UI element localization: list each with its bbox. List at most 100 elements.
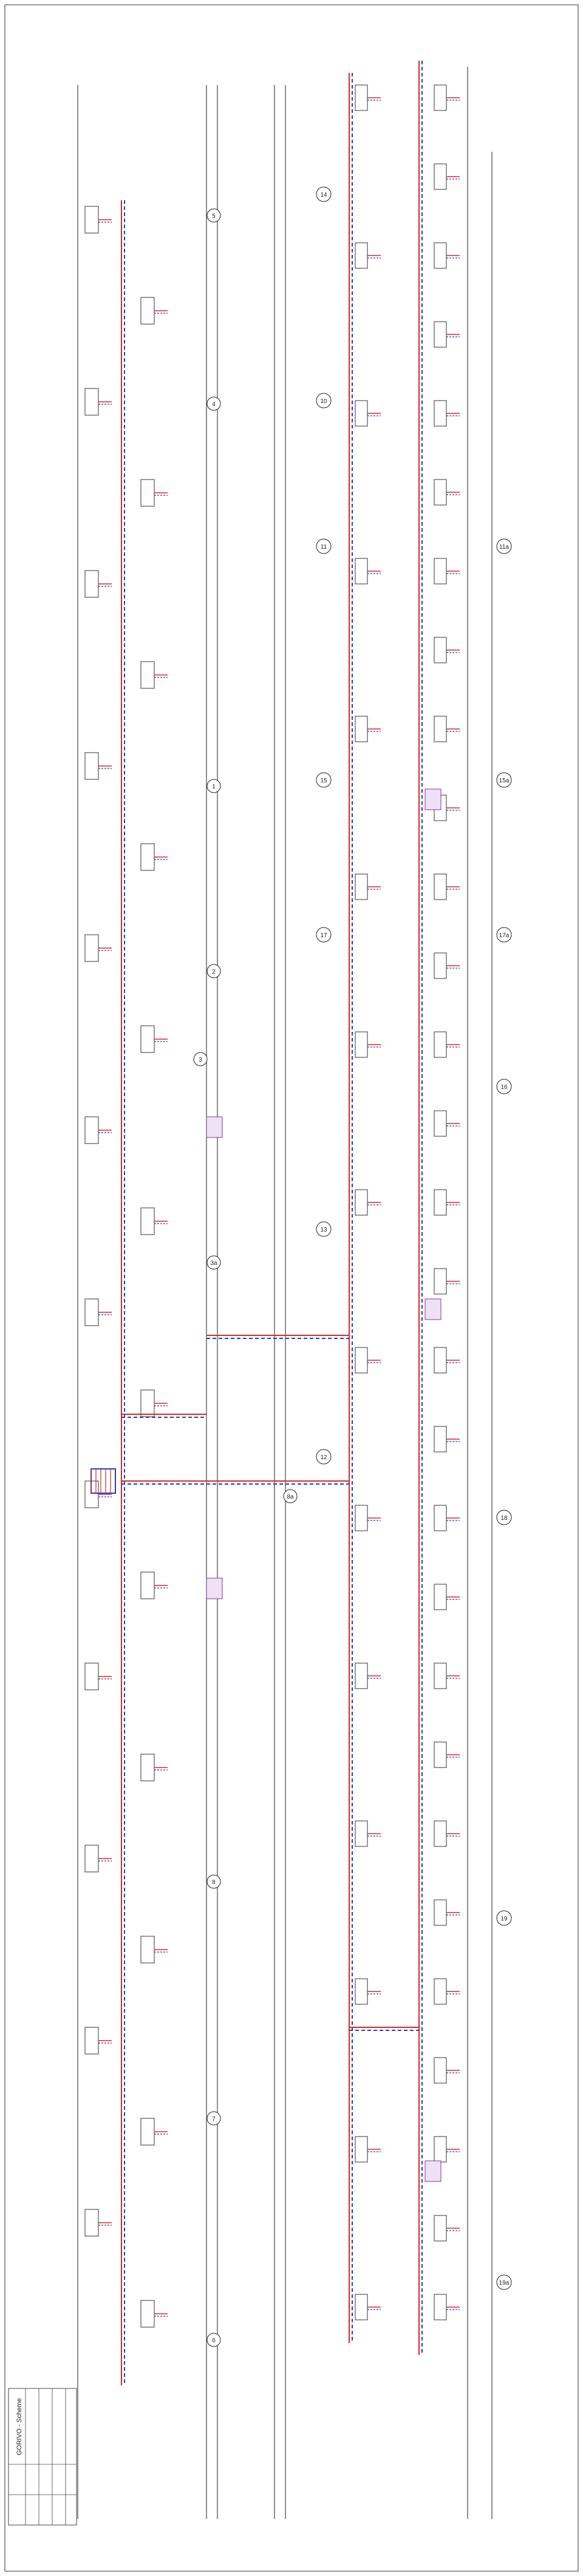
left-unit <box>84 1845 99 1873</box>
mid-unit <box>140 1754 155 1781</box>
section-label: 15 <box>320 778 327 784</box>
right-a-unit <box>355 242 368 269</box>
section-marker <box>206 1255 221 1270</box>
section-marker <box>316 1449 332 1465</box>
right-b-unit <box>434 1347 447 1374</box>
section-label: 10 <box>320 398 327 405</box>
section-marker <box>316 772 332 788</box>
section-label: 17 <box>320 932 327 939</box>
left-unit <box>84 934 99 962</box>
right-b-unit <box>434 1426 447 1452</box>
left-unit <box>84 752 99 780</box>
mid-unit <box>140 479 155 507</box>
rails <box>77 67 493 2519</box>
section-marker <box>316 927 332 943</box>
right-b-unit <box>434 716 447 742</box>
section-label: 13 <box>320 1227 327 1233</box>
section-marker <box>496 772 512 788</box>
mid-unit <box>140 1389 155 1417</box>
radiator <box>206 1116 223 1138</box>
sheet-frame <box>4 4 579 2572</box>
section-marker <box>496 538 512 554</box>
left-unit <box>84 1298 99 1326</box>
piping-diagram <box>84 61 460 2385</box>
section-marker <box>206 396 221 411</box>
section-label: 6 <box>212 2337 216 2344</box>
radiator <box>206 1578 223 1599</box>
right-a-unit <box>355 1978 368 2005</box>
section-label: 8a <box>287 1494 294 1500</box>
section-marker <box>316 1221 332 1237</box>
section-marker <box>206 2333 221 2347</box>
right-a-unit <box>355 1820 368 1847</box>
mid-unit <box>140 1571 155 1599</box>
section-label: 3 <box>199 1057 202 1063</box>
right-a-unit <box>355 2136 368 2163</box>
right-b-unit <box>434 873 447 900</box>
section-label: 3a <box>210 1260 217 1267</box>
right-b-unit <box>434 479 447 506</box>
right-b-unit <box>434 1741 447 1768</box>
right-a-unit <box>355 1505 368 1531</box>
section-marker <box>316 393 332 408</box>
left-unit <box>84 570 99 598</box>
mid-unit <box>140 1207 155 1235</box>
right-a-unit <box>355 1663 368 1689</box>
section-label: 2 <box>212 969 216 975</box>
right-b-unit <box>434 558 447 585</box>
section-label: 19a <box>499 2280 510 2286</box>
section-label: 18 <box>500 1515 508 1522</box>
left-unit <box>84 206 99 234</box>
mid-unit <box>140 661 155 689</box>
project-title: GORIVO - Scheme <box>16 2398 23 2455</box>
right-b-unit <box>434 1820 447 1847</box>
right-b-unit <box>434 1031 447 1058</box>
radiator <box>424 2160 442 2182</box>
section-label: 16 <box>500 1084 508 1091</box>
section-marker <box>206 964 221 978</box>
right-b-unit <box>434 400 447 427</box>
right-b-unit <box>434 1663 447 1689</box>
section-marker <box>206 2111 221 2126</box>
section-marker <box>496 1510 512 1525</box>
right-a-unit <box>355 558 368 585</box>
section-label: 1 <box>212 784 216 790</box>
mid-unit <box>140 1936 155 1964</box>
right-a-unit <box>355 84 368 111</box>
mid-unit <box>140 2118 155 2146</box>
right-a-unit <box>355 1189 368 1216</box>
right-b-unit <box>434 1584 447 1610</box>
right-b-unit <box>434 2057 447 2084</box>
right-b-unit <box>434 1189 447 1216</box>
section-marker <box>496 927 512 943</box>
right-a-unit <box>355 400 368 427</box>
right-b-unit <box>434 321 447 348</box>
right-b-unit <box>434 1899 447 1926</box>
left-unit <box>84 2209 99 2237</box>
right-a-unit <box>355 716 368 742</box>
right-b-unit <box>434 1268 447 1295</box>
section-label: 14 <box>320 192 327 198</box>
section-marker <box>283 1489 298 1503</box>
right-b-unit <box>434 1978 447 2005</box>
radiator <box>424 1298 442 1320</box>
section-label: 7 <box>212 2116 216 2123</box>
section-label: 4 <box>212 401 216 408</box>
section-label: 5 <box>212 213 216 220</box>
section-label: 12 <box>320 1454 327 1461</box>
right-b-unit <box>434 2136 447 2163</box>
radiator <box>424 788 442 810</box>
right-b-unit <box>434 1110 447 1137</box>
right-b-unit <box>434 2215 447 2242</box>
section-label: 15a <box>499 778 510 784</box>
section-label: 8 <box>212 1879 216 1886</box>
right-b-unit <box>434 2294 447 2320</box>
section-marker <box>316 186 332 202</box>
right-b-unit <box>434 163 447 190</box>
right-b-unit <box>434 1505 447 1531</box>
left-unit <box>84 2027 99 2055</box>
section-label: 11 <box>321 544 327 551</box>
right-b-unit <box>434 242 447 269</box>
